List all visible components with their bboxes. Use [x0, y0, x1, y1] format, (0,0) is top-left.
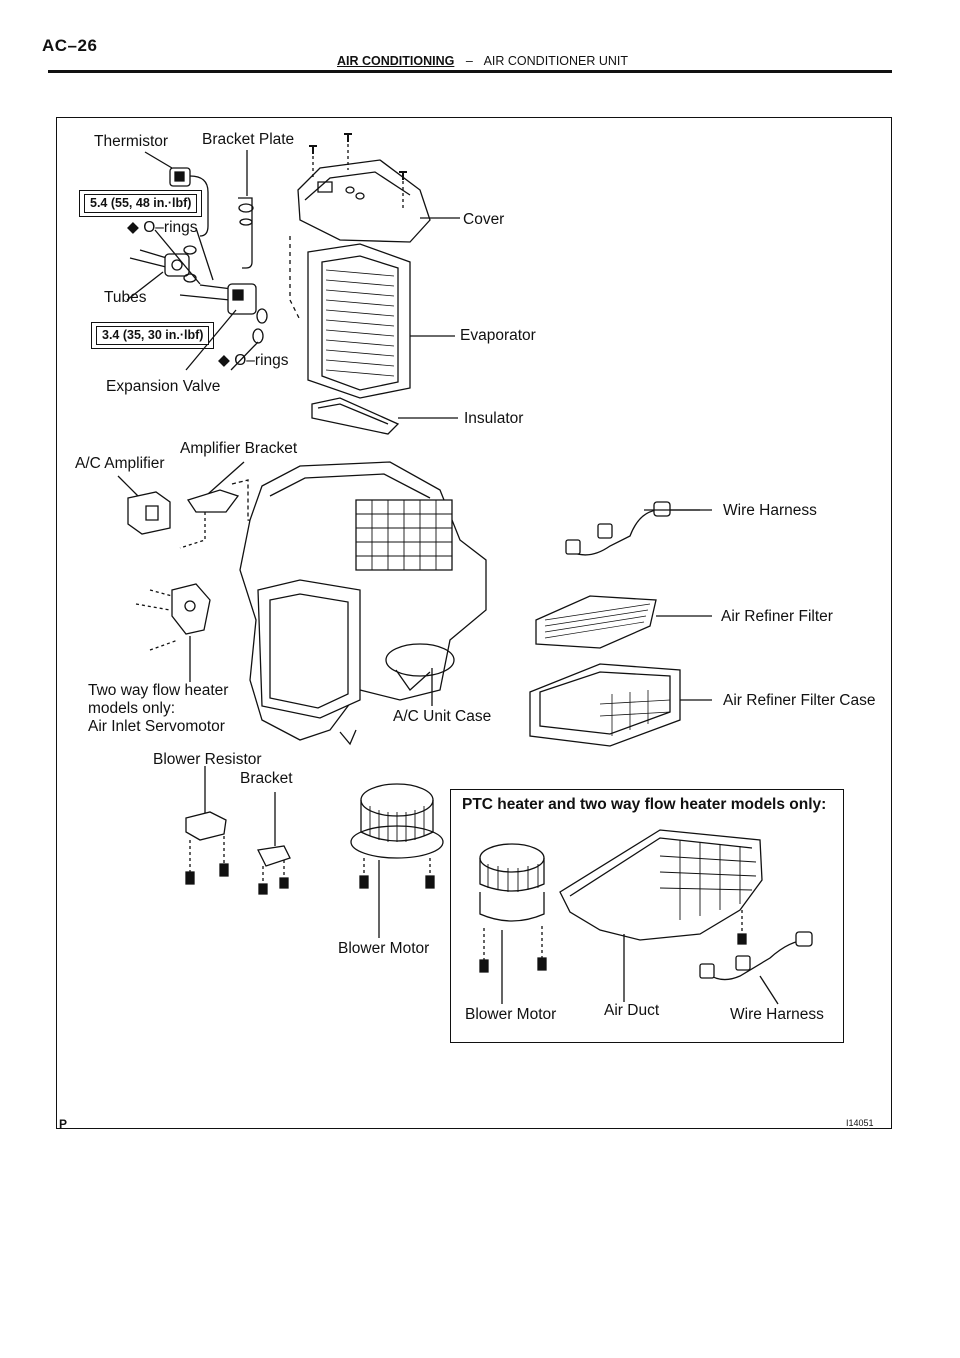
subsection-title: AIR CONDITIONER UNIT — [483, 54, 629, 68]
orings-label-2: ◆ O–rings — [218, 352, 289, 369]
wire-harness-part — [566, 502, 700, 555]
air-refiner-filter-label: Air Refiner Filter — [721, 608, 833, 625]
title-separator: – — [465, 54, 473, 68]
corner-mark: P — [59, 1117, 68, 1131]
ptc-air-duct-part — [560, 830, 762, 1002]
figure-code: I14051 — [846, 1118, 874, 1128]
evaporator-part — [308, 244, 455, 398]
amplifier-bracket-label: Amplifier Bracket — [180, 440, 298, 457]
blower-resistor-part — [186, 766, 228, 884]
tubes-label: Tubes — [104, 289, 147, 306]
ac-amplifier-label: A/C Amplifier — [75, 455, 165, 472]
two-way-heater-label-2: models only: — [88, 700, 176, 717]
ptc-wire-harness-label: Wire Harness — [730, 1006, 824, 1023]
insulator-label: Insulator — [464, 410, 524, 427]
ptc-blower-motor-part — [480, 844, 546, 1004]
air-inlet-servomotor-label: Air Inlet Servomotor — [88, 718, 225, 735]
ptc-inset-box — [450, 789, 844, 1043]
bracket-plate-label: Bracket Plate — [202, 131, 295, 148]
thermistor-label: Thermistor — [94, 133, 169, 150]
ac-unit-case-part — [240, 462, 486, 744]
air-refiner-filter-case-label: Air Refiner Filter Case — [723, 692, 876, 709]
bracket-plate-part — [238, 150, 253, 268]
thermistor-part — [145, 152, 208, 236]
ptc-air-duct-label: Air Duct — [604, 1002, 660, 1019]
header-rule — [48, 70, 892, 73]
blower-motor-label: Blower Motor — [338, 940, 430, 957]
header-title: AIR CONDITIONING – AIR CONDITIONER UNIT — [337, 54, 628, 68]
expansion-valve-label: Expansion Valve — [106, 378, 221, 395]
air-inlet-servomotor-part — [136, 584, 210, 682]
ptc-wire-harness-part — [700, 932, 812, 1004]
blower-resistor-bracket-part — [258, 792, 290, 894]
diagram-frame — [56, 117, 892, 1129]
ptc-blower-motor-label: Blower Motor — [465, 1006, 557, 1023]
ptc-inset-title: PTC heater and two way flow heater model… — [462, 796, 827, 813]
torque-spec-1: 5.4 (55, 48 in.·lbf) — [78, 190, 203, 217]
page-number: AC–26 — [42, 36, 98, 55]
evaporator-label: Evaporator — [460, 327, 536, 344]
torque-spec-2: 3.4 (35, 30 in.·lbf) — [90, 322, 215, 349]
insulator-part — [312, 398, 458, 434]
cover-label: Cover — [463, 211, 505, 228]
bracket-label: Bracket — [240, 770, 293, 787]
two-way-heater-label-1: Two way flow heater — [88, 682, 229, 699]
air-refiner-filter-case-part — [530, 664, 712, 746]
tubes-and-valve-part — [127, 228, 300, 370]
orings-label-1: ◆ O–rings — [127, 219, 198, 236]
wire-harness-label: Wire Harness — [723, 502, 817, 519]
blower-resistor-label: Blower Resistor — [153, 751, 262, 768]
section-title: AIR CONDITIONING — [337, 54, 455, 68]
blower-motor-part — [351, 784, 443, 938]
ac-unit-case-label: A/C Unit Case — [393, 708, 492, 725]
ac-amplifier-part — [118, 462, 270, 548]
air-refiner-filter-part — [536, 596, 712, 648]
cover-part — [298, 134, 460, 242]
